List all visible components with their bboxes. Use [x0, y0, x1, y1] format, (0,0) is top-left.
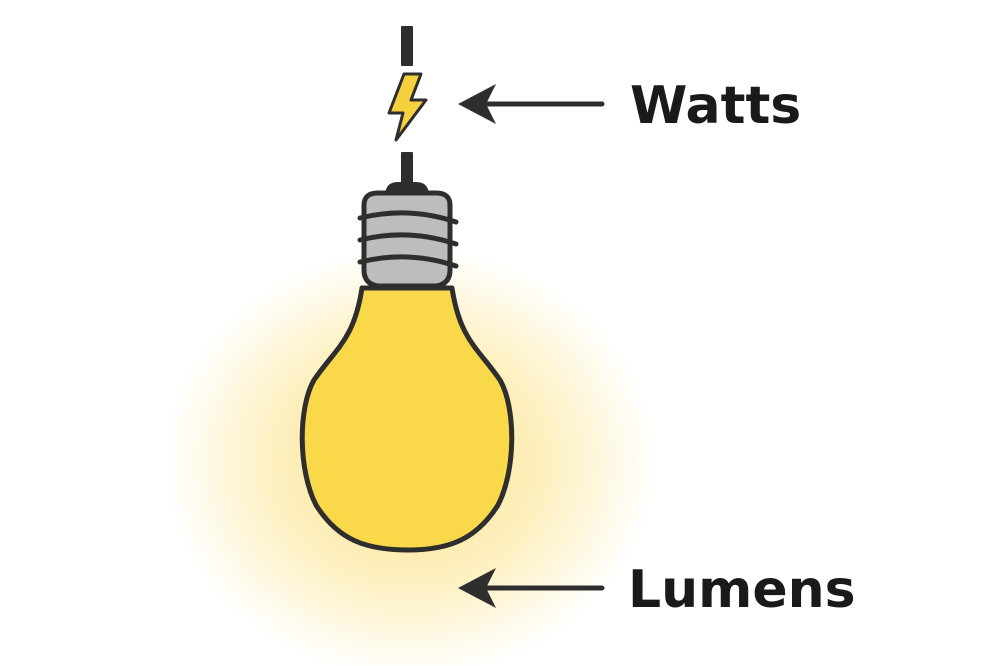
lightning-bolt-icon [387, 72, 428, 142]
light-bulb-icon [299, 190, 515, 553]
wire-bottom-segment [401, 152, 413, 184]
screw-thread [357, 232, 459, 247]
watts-label: Watts [630, 76, 801, 136]
lumens-label: Lumens [628, 560, 856, 620]
bulb-glass [299, 285, 515, 553]
bulb-screw-base [357, 190, 459, 289]
screw-thread [357, 254, 459, 269]
screw-thread [357, 210, 459, 225]
wire-top-segment [401, 26, 413, 66]
watts-arrow [458, 84, 605, 124]
lumens-arrow [458, 568, 605, 608]
